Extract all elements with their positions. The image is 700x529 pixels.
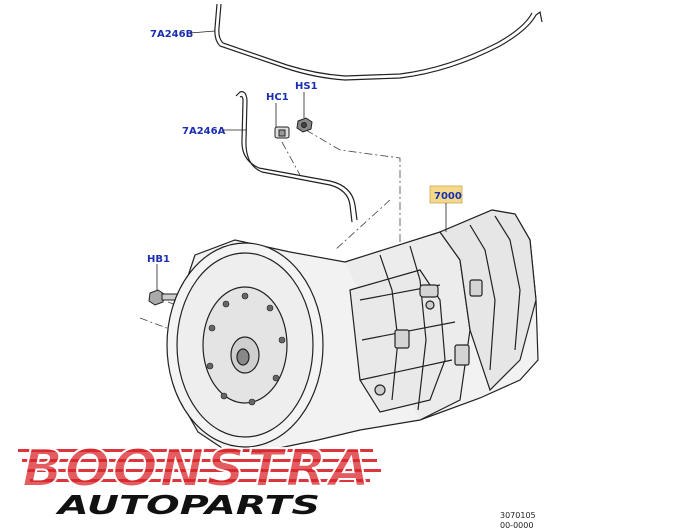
diagram-number: 3070105 [500, 511, 536, 520]
screw-hs1 [296, 117, 313, 133]
callout-hose-upper-label: 7A246B [150, 29, 193, 40]
upper-cooler-hose [214, 3, 543, 81]
callout-transmission-label: 7000 [434, 191, 462, 202]
callout-bolt-label: HB1 [147, 254, 170, 265]
hose-clip-hc1 [274, 126, 290, 139]
bolt-hb1 [148, 289, 181, 306]
callout-screw-label: HS1 [295, 81, 318, 92]
diagram-number-sub: 00-0000 [500, 521, 533, 529]
callout-clip-label: HC1 [266, 92, 289, 103]
callout-hose-upper: 7A246B [150, 29, 216, 40]
boonstra-watermark: BOONSTRA AUTOPARTS [18, 438, 381, 521]
callout-transmission: 7000 [429, 185, 463, 232]
watermark-line2: AUTOPARTS [55, 491, 320, 521]
flywheel-bolt-circle [206, 292, 286, 406]
callout-hose-lower: 7A246A [182, 126, 246, 137]
callout-hose-lower-label: 7A246A [182, 126, 226, 137]
watermark-line1: BOONSTRA [22, 439, 372, 499]
lower-cooler-hose [235, 91, 358, 223]
watermark-stripes [18, 449, 381, 482]
torque-converter [166, 242, 324, 448]
